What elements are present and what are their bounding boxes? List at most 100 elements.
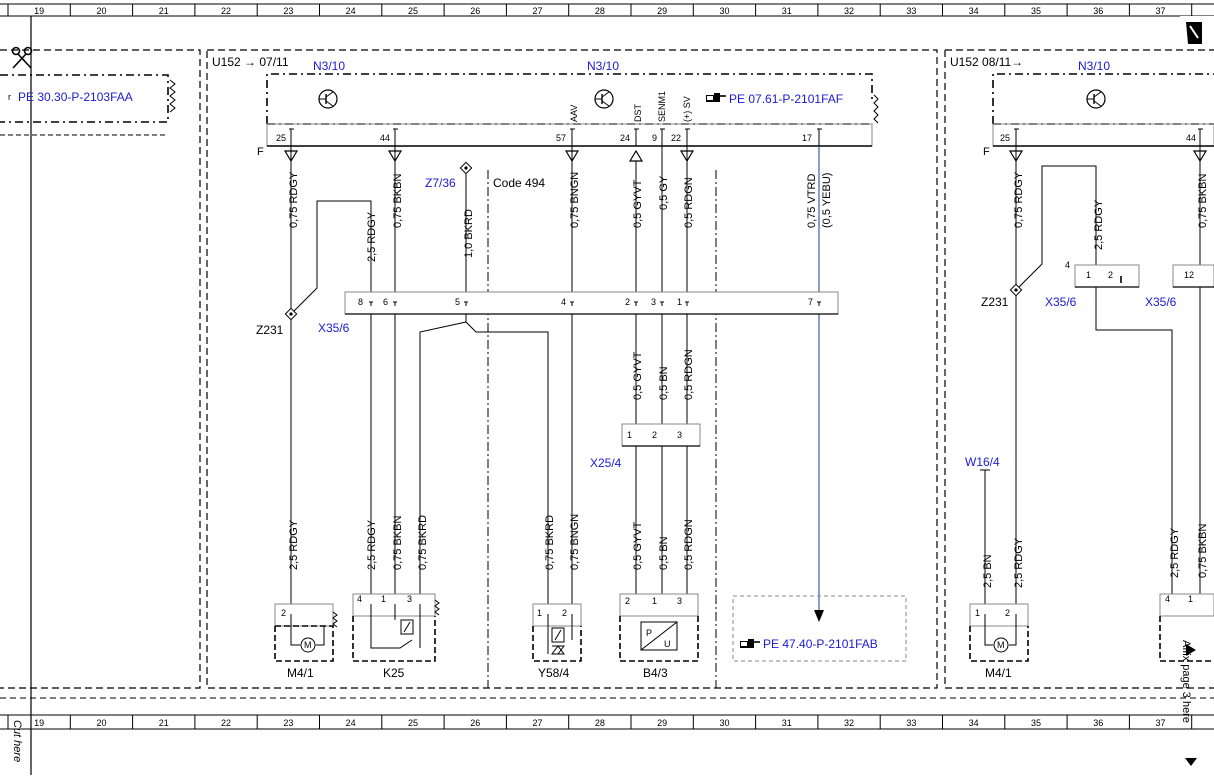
pe-reference-top[interactable]: PE 07.61-P-2101FAF (729, 92, 843, 106)
svg-text:3: 3 (677, 596, 682, 606)
svg-text:1: 1 (381, 594, 386, 604)
svg-text:1: 1 (537, 608, 542, 618)
z231-splice-left[interactable] (284, 307, 298, 321)
x35-6-label-right-a[interactable]: X35/6 (1045, 295, 1077, 309)
pin-num: 44 (380, 133, 390, 143)
svg-text:0,75 BKRD: 0,75 BKRD (544, 515, 556, 570)
transistor-icon (1086, 89, 1106, 109)
arrow-down-icon (1185, 758, 1197, 766)
n3-10-label-left[interactable]: N3/10 (313, 59, 345, 73)
z7-36-splice[interactable] (459, 161, 473, 175)
ruler-number: 19 (34, 718, 44, 728)
y58-4-valve[interactable] (532, 603, 582, 662)
x35-6-connector-right-a[interactable] (1074, 264, 1140, 288)
ruler-number: 23 (283, 6, 293, 16)
section-separators (487, 170, 717, 688)
pin-num: 22 (671, 133, 681, 143)
ruler-number: 25 (408, 718, 418, 728)
ruler-number: 22 (221, 6, 231, 16)
w16-4-label[interactable]: W16/4 (965, 455, 1000, 469)
k25-relay[interactable] (352, 593, 440, 662)
b4-3-label[interactable]: B4/3 (643, 666, 668, 680)
svg-text:0,5 RDGN: 0,5 RDGN (683, 349, 695, 400)
right-partial-device[interactable] (1159, 593, 1214, 662)
pin-num: 17 (802, 133, 812, 143)
transistor-icon (594, 89, 614, 109)
svg-text:2: 2 (562, 608, 567, 618)
n3-10-label-right[interactable]: N3/10 (1078, 59, 1110, 73)
ruler-number: 35 (1031, 6, 1041, 16)
svg-text:0,5 BN: 0,5 BN (658, 536, 670, 570)
z7-36-label[interactable]: Z7/36 (425, 176, 456, 190)
cut-here-note: Cut here (11, 720, 23, 762)
svg-text:2,5 RDGY: 2,5 RDGY (366, 211, 378, 262)
svg-text:0,75 RDGY: 0,75 RDGY (1013, 171, 1025, 228)
f-label-right: F (983, 146, 990, 158)
n3-10-control-unit-right[interactable] (992, 73, 1214, 147)
svg-text:1: 1 (677, 297, 682, 307)
ruler-number: 28 (595, 6, 605, 16)
svg-text:0,75 VTRD: 0,75 VTRD (806, 174, 818, 228)
hand-pointer-icon (740, 639, 760, 648)
svg-text:4: 4 (1065, 260, 1070, 270)
svg-text:0,75 BKBN: 0,75 BKBN (1197, 524, 1209, 578)
ruler-number: 21 (159, 6, 169, 16)
x35-6-connector-right-b[interactable] (1172, 264, 1214, 288)
pin-num: 9 (652, 133, 657, 143)
svg-text:0,5 GYVT: 0,5 GYVT (632, 179, 644, 228)
svg-text:2,5 RDGY: 2,5 RDGY (1169, 527, 1181, 578)
svg-text:2,5 RDGY: 2,5 RDGY (1093, 199, 1105, 250)
ruler-number: 30 (719, 6, 729, 16)
svg-text:6: 6 (383, 297, 388, 307)
m4-1-motor-right[interactable]: M (969, 603, 1029, 662)
ruler-number: 22 (221, 718, 231, 728)
ruler-number: 26 (470, 6, 480, 16)
z231-label-right[interactable]: Z231 (981, 295, 1009, 309)
n3-10-label-mid[interactable]: N3/10 (587, 59, 619, 73)
x35-6-label-left[interactable]: X35/6 (318, 321, 350, 335)
ruler-number: 32 (844, 718, 854, 728)
ruler-number: 33 (906, 718, 916, 728)
b4-3-sensor[interactable]: P U (619, 593, 699, 662)
ruler-number: 20 (96, 6, 106, 16)
code-label: Code 494 (493, 176, 545, 190)
pin-num: 57 (556, 133, 566, 143)
svg-text:25: 25 (1000, 133, 1010, 143)
m4-1-motor-left[interactable]: M (274, 603, 338, 662)
svg-text:2,5 BN: 2,5 BN (982, 554, 994, 588)
z231-label-left[interactable]: Z231 (256, 323, 284, 337)
svg-text:1: 1 (1086, 270, 1091, 280)
svg-text:2,5 RDGY: 2,5 RDGY (288, 519, 300, 570)
svg-text:2: 2 (281, 608, 286, 618)
svg-text:1: 1 (1188, 594, 1193, 604)
ruler-number: 20 (96, 718, 106, 728)
x35-6-label-right-b[interactable]: X35/6 (1145, 295, 1177, 309)
right-section-header: U152 08/11→ (950, 55, 1023, 69)
left-pe-reference[interactable]: PE 30.30-P-2103FAA (18, 90, 133, 104)
x25-4-connector[interactable] (621, 423, 701, 447)
ruler-number: 33 (906, 6, 916, 16)
ruler-number: 29 (657, 6, 667, 16)
ruler-number: 27 (533, 718, 543, 728)
pin-num: 24 (620, 133, 630, 143)
pe-reference-bottom-box[interactable]: PE 47.40-P-2101FAB (732, 595, 907, 662)
signal-triangles (283, 149, 695, 163)
connector-pins-top (289, 128, 822, 146)
m4-1-label-left[interactable]: M4/1 (287, 666, 314, 680)
pe-reference-bottom[interactable]: PE 47.40-P-2101FAB (763, 637, 878, 651)
svg-text:8: 8 (358, 297, 363, 307)
x25-4-label[interactable]: X25/4 (590, 456, 622, 470)
n3-10-control-unit[interactable] (266, 73, 879, 147)
svg-text:0,5 RDGN: 0,5 RDGN (683, 177, 695, 228)
y58-4-label[interactable]: Y58/4 (538, 666, 570, 680)
mid-section-header: U152 → 07/11 (212, 55, 289, 69)
pin-signal: DST (633, 103, 643, 122)
svg-text:0,75 BKBN: 0,75 BKBN (392, 174, 404, 228)
x35-6-connector[interactable] (344, 291, 839, 315)
m4-1-label-right[interactable]: M4/1 (985, 666, 1012, 680)
svg-text:0,75 BNGN: 0,75 BNGN (569, 514, 581, 570)
svg-text:0,75 BKBN: 0,75 BKBN (1197, 174, 1209, 228)
z231-splice-right[interactable] (1009, 283, 1023, 297)
k25-label[interactable]: K25 (383, 666, 405, 680)
ruler-number: 21 (159, 718, 169, 728)
